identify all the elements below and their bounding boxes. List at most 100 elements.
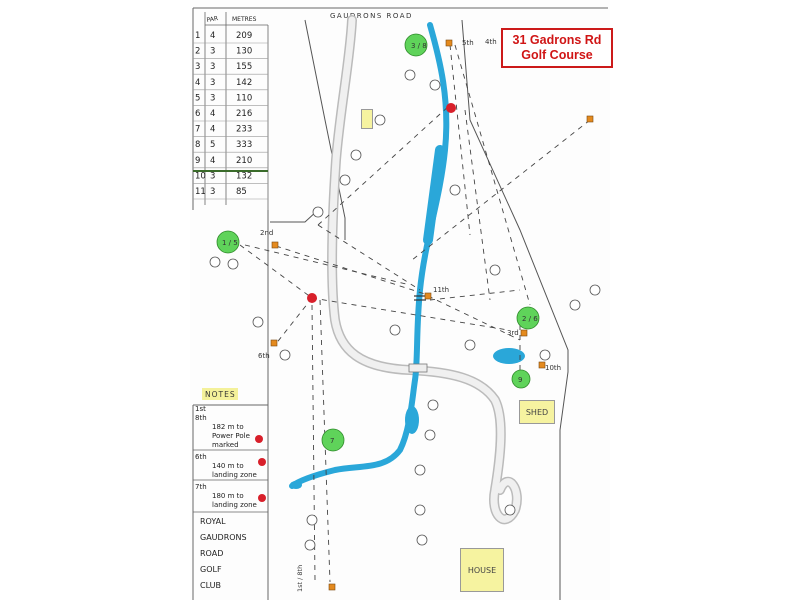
- table-cell-metres: 333: [236, 140, 252, 150]
- table-cell-metres: 216: [236, 109, 252, 119]
- table-cell-par: 5: [210, 140, 215, 150]
- table-cell-hole: 9: [195, 156, 200, 166]
- tree: [304, 539, 316, 551]
- tree: [350, 149, 362, 161]
- creek: [289, 22, 450, 489]
- boundary-line-notch: [270, 209, 319, 223]
- note-line: landing zone: [212, 501, 257, 509]
- green-label: 7: [330, 437, 334, 445]
- table-cell-par: 3: [210, 47, 215, 57]
- table-cell-metres: 210: [236, 156, 252, 166]
- tee-label: 11th: [433, 286, 449, 294]
- tree: [589, 284, 601, 296]
- table-cell-hole: 8: [195, 140, 200, 150]
- table-cell-par: 3: [210, 187, 215, 197]
- table-cell-hole: 7: [195, 125, 200, 135]
- table-cell-hole: 2: [195, 47, 200, 57]
- fairway-line: [244, 244, 411, 286]
- club-name-line: ROAD: [200, 549, 223, 558]
- table-cell-par: 3: [210, 171, 215, 181]
- tree: [414, 504, 426, 516]
- fairway-line: [449, 44, 471, 236]
- table-cell-metres: 110: [236, 93, 252, 103]
- tee-marker: [328, 583, 336, 591]
- green-1-5: [216, 230, 240, 254]
- club-name-line: GOLF: [200, 565, 222, 574]
- table-cell-metres: 155: [236, 62, 252, 72]
- tree: [404, 69, 416, 81]
- table-cell-par: 3: [210, 93, 215, 103]
- tee-marker: [271, 241, 279, 249]
- note-line: 140 m to: [212, 462, 244, 470]
- title-line-2: Golf Course: [521, 48, 593, 62]
- landing-marker: [258, 494, 266, 502]
- fairway-line: [464, 109, 491, 301]
- tee-label: 2nd: [260, 229, 273, 237]
- tree: [339, 174, 351, 186]
- green-label: 2 / 6: [522, 315, 538, 323]
- notes-heading: NOTES: [205, 390, 236, 399]
- club-name-line: GAUDRONS: [200, 533, 247, 542]
- note-line: 1st: [195, 405, 206, 413]
- table-cell-par: 3: [210, 78, 215, 88]
- green-label: 1 / 5: [222, 239, 238, 247]
- table-cell-par: 4: [210, 31, 215, 41]
- tee-markers: [270, 39, 594, 591]
- note-line: marked: [212, 441, 239, 449]
- table-header-par: PAR: [206, 15, 219, 24]
- tee-marker: [424, 292, 432, 300]
- table-cell-hole: 3: [195, 62, 200, 72]
- title-line-1: 31 Gadrons Rd: [512, 33, 602, 47]
- note-line: 6th: [195, 453, 207, 461]
- table-cell-hole: 5: [195, 93, 200, 103]
- tee-label: 6th: [258, 352, 270, 360]
- green-label: 3 / 8: [411, 42, 427, 50]
- table-cell-metres: 85: [236, 187, 247, 197]
- tree: [279, 349, 291, 361]
- greens: [216, 33, 540, 452]
- table-cell-hole: 1: [195, 31, 200, 41]
- tree: [427, 399, 439, 411]
- green-9: [511, 369, 531, 389]
- tee-marker: [538, 361, 546, 369]
- note-line: 8th: [195, 414, 207, 422]
- tee-label: 5th: [462, 39, 474, 47]
- tree: [569, 299, 581, 311]
- tree: [389, 324, 401, 336]
- club-name-line: ROYAL: [200, 517, 226, 526]
- fairway-line: [311, 304, 316, 581]
- bridge-south: [408, 363, 428, 373]
- pond: [493, 348, 525, 364]
- tree: [429, 79, 441, 91]
- fairway-line: [275, 245, 429, 296]
- shed-label: SHED: [525, 407, 549, 417]
- tee-marker: [520, 329, 528, 337]
- note-line: Power Pole: [212, 432, 250, 440]
- landing-marker: [307, 293, 317, 303]
- tree: [489, 264, 501, 276]
- tree: [424, 429, 436, 441]
- note-line: 7th: [195, 483, 207, 491]
- green-2-6: [516, 306, 540, 330]
- table-cell-metres: 132: [236, 171, 252, 181]
- tee-label: 4th: [485, 38, 497, 46]
- boundary-line-east: [461, 19, 569, 600]
- tree: [416, 534, 428, 546]
- fairway-line: [411, 119, 591, 261]
- fairway-line: [311, 297, 509, 331]
- title-box: 31 Gadrons Rd Golf Course: [501, 28, 613, 68]
- shed-building: SHED: [519, 400, 555, 424]
- landing-marker: [446, 103, 456, 113]
- note-line: landing zone: [212, 471, 257, 479]
- tree: [306, 514, 318, 526]
- tree: [414, 464, 426, 476]
- road-label: GAUDRONS ROAD: [330, 12, 413, 20]
- table-cell-hole: 10: [195, 171, 206, 181]
- note-line: 180 m to: [212, 492, 244, 500]
- creek-pool: [405, 406, 419, 434]
